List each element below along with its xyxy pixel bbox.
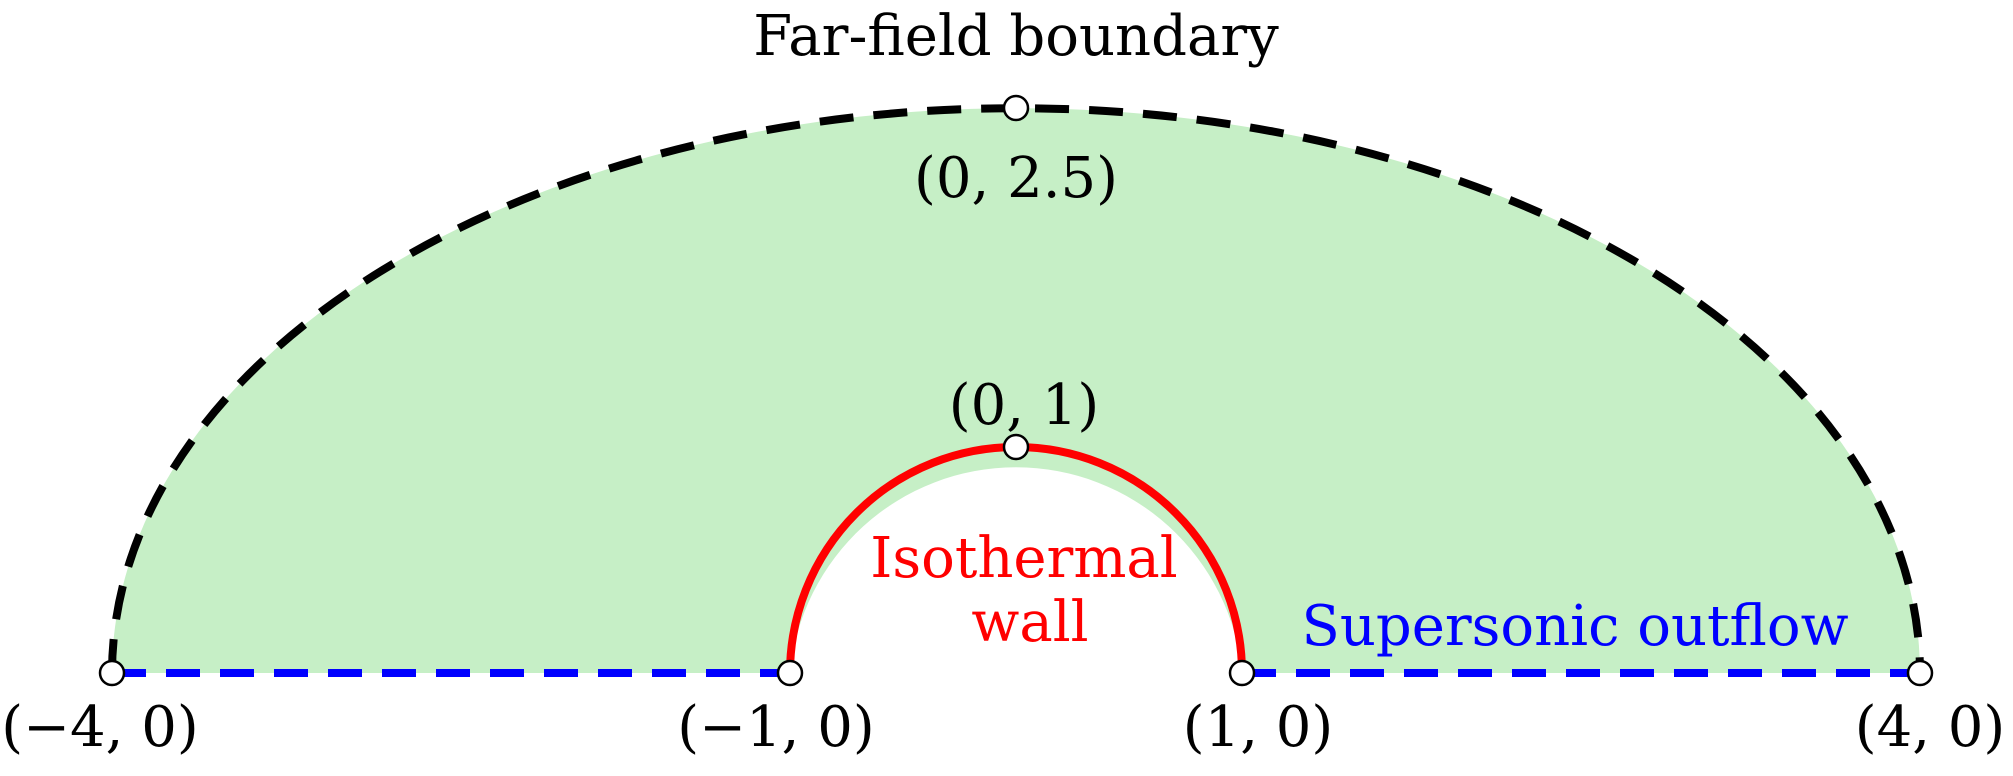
point-0-1 [1002,433,1030,461]
computational-domain [112,108,1920,673]
far-field-boundary [108,104,1924,674]
point-0-2-5 [1002,94,1030,122]
point-4-0 [1906,659,1934,687]
outflow-label: Supersonic outflow [1301,594,1848,659]
point-neg4-0 [98,659,126,687]
far-field-label: Far-field boundary [753,4,1279,69]
label-point-neg4-0: (−4, 0) [1,695,198,760]
wall-label-line1: Isothermal [870,526,1177,591]
label-point-0-1: (0, 1) [949,373,1100,438]
label-point-neg1-0: (−1, 0) [677,695,874,760]
point-neg1-0 [776,659,804,687]
label-point-1-0: (1, 0) [1183,695,1334,760]
label-point-0-2-5: (0, 2.5) [914,146,1118,211]
wall-label-line2: wall [971,590,1088,655]
point-1-0 [1228,659,1256,687]
label-point-4-0: (4, 0) [1855,695,2006,760]
